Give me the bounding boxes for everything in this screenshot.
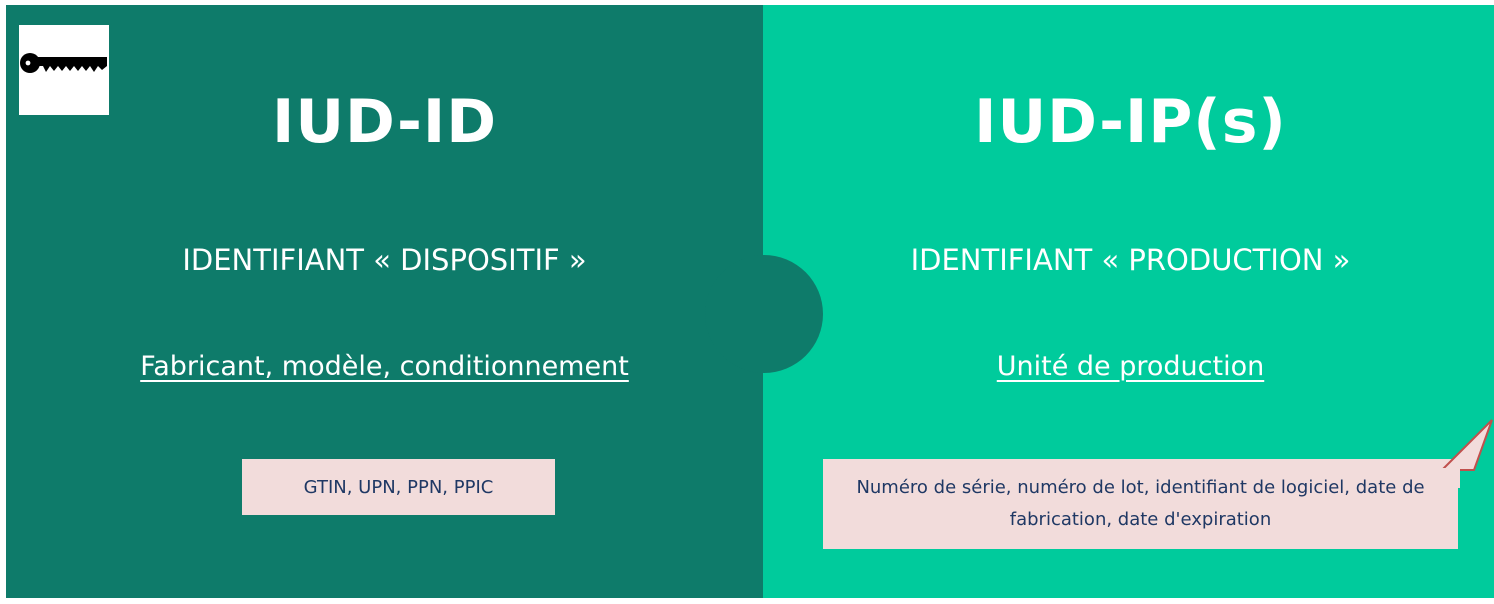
key-icon-box xyxy=(19,25,109,115)
device-identifier-codes: GTIN, UPN, PPN, PPIC xyxy=(242,459,555,515)
key-icon xyxy=(20,53,107,73)
production-identifier-subtitle: IDENTIFIANT « PRODUCTION » xyxy=(910,243,1351,277)
callout-pointer xyxy=(1440,419,1493,488)
device-identifier-title: IUD-ID xyxy=(272,87,497,157)
production-identifier-description: Unité de production xyxy=(996,351,1265,382)
production-identifier-codes: Numéro de série, numéro de lot, identifi… xyxy=(823,459,1458,549)
puzzle-connector xyxy=(705,255,823,373)
device-identifier-subtitle: IDENTIFIANT « DISPOSITIF » xyxy=(182,243,587,277)
production-identifier-title: IUD-IP(s) xyxy=(974,87,1287,157)
device-identifier-description: Fabricant, modèle, conditionnement xyxy=(140,351,629,382)
